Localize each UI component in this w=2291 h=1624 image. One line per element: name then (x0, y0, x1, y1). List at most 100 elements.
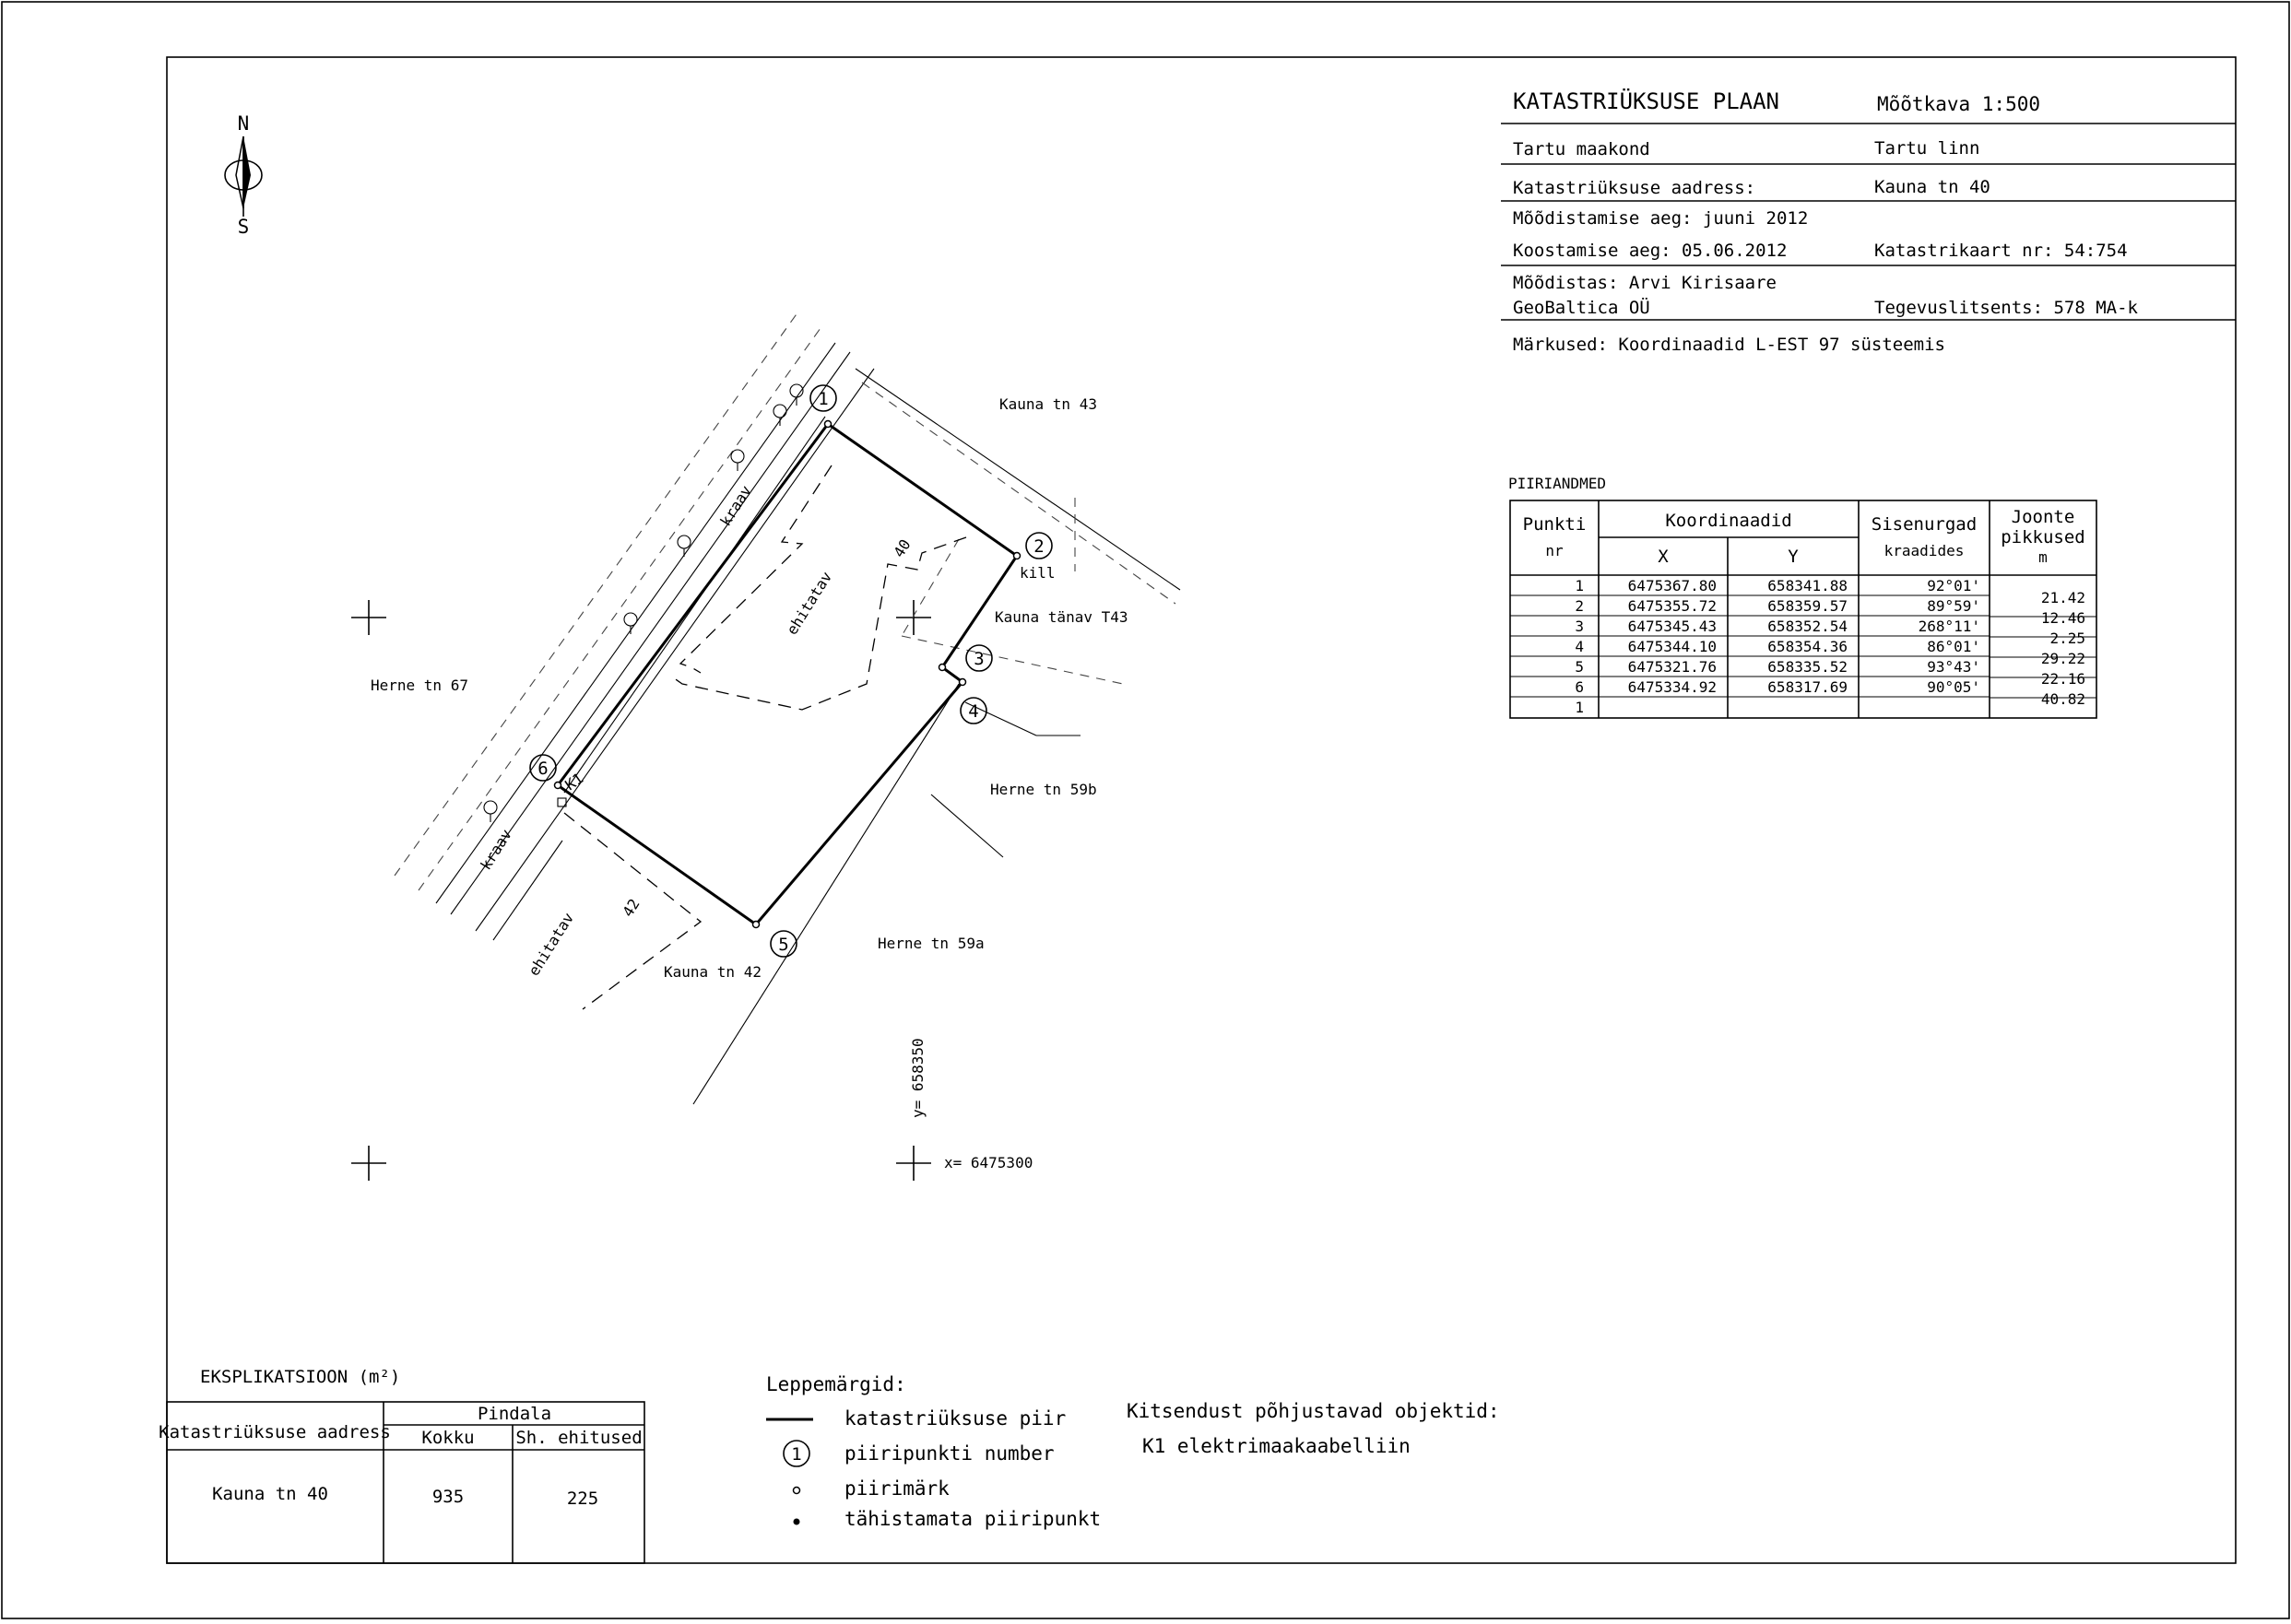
exp-address: Kauna tn 40 (212, 1484, 328, 1504)
th-length2: pikkused (2001, 527, 2085, 547)
compile-time: Koostamise aeg: 05.06.2012 (1513, 241, 1787, 261)
cell-angle: 92°01' (1927, 577, 1980, 594)
cell-length: 40.82 (2041, 690, 2085, 708)
cell-nr: 3 (1575, 618, 1584, 635)
title-block: KATASTRIÜKSUSE PLAAN Mõõtkava 1:500 Tart… (1501, 88, 2236, 355)
label-house-42: 42 (619, 896, 643, 920)
label-ehitatav-main: ehitatav (783, 569, 835, 638)
cell-length: 21.42 (2041, 589, 2085, 606)
th-x: X (1658, 547, 1669, 567)
point-2: 2 (1033, 536, 1044, 557)
label-kauna-42: Kauna tn 42 (664, 963, 762, 981)
cell-angle: 86°01' (1927, 638, 1980, 655)
exp-th-area: Pindala (478, 1404, 551, 1424)
th-angle-unit: kraadides (1884, 542, 1965, 559)
exp-th-address: Katastriüksuse aadress (159, 1422, 391, 1442)
label-kauna-43: Kauna tn 43 (999, 395, 1097, 413)
cell-x: 6475355.72 (1628, 597, 1717, 615)
explication-table: EKSPLIKATSIOON (m²) Katastriüksuse aadre… (159, 1367, 645, 1564)
cell-nr: 6 (1575, 678, 1584, 696)
cadastral-boundary (555, 422, 1020, 927)
point-5: 5 (778, 935, 788, 955)
scale-text: Mõõtkava 1:500 (1877, 93, 2040, 115)
th-y: Y (1788, 547, 1799, 567)
label-kill: kill (1020, 564, 1056, 582)
north-label: N (238, 112, 250, 135)
cell-x: 6475334.92 (1628, 678, 1717, 696)
frame-border (166, 56, 2237, 1564)
exp-built: 225 (567, 1489, 598, 1509)
label-herne-67: Herne tn 67 (371, 677, 468, 694)
cell-x: 6475345.43 (1628, 618, 1717, 635)
cell-angle: 90°05' (1927, 678, 1980, 696)
label-kraav-top: kraav (716, 482, 755, 529)
address-label: Katastriüksuse aadress: (1513, 178, 1755, 198)
cell-nr: 5 (1575, 658, 1584, 676)
remarks-text: Märkused: Koordinaadid L-EST 97 süsteemi… (1513, 335, 1945, 355)
cell-y: 658354.36 (1767, 638, 1848, 655)
county-text: Tartu maakond (1513, 139, 1650, 159)
label-kauna-tanav: Kauna tänav T43 (995, 608, 1128, 626)
cell-angle: 93°43' (1927, 658, 1980, 676)
legend-unmarked-point-icon (793, 1518, 800, 1525)
cell-length: 2.25 (2049, 630, 2085, 647)
legend-number-circle (783, 1440, 810, 1467)
legend-item-marker: piirimärk (844, 1477, 950, 1500)
label-herne-59b: Herne tn 59b (990, 781, 1097, 798)
address-value: Kauna tn 40 (1874, 177, 1990, 197)
company-text: GeoBaltica OÜ (1513, 297, 1650, 318)
building-outlines (563, 465, 967, 1010)
cell-y: 658359.57 (1767, 597, 1848, 615)
map-area: N S y= 658350 x= 6475300 (224, 112, 1181, 1181)
exp-th-built: Sh. ehitused (515, 1428, 642, 1448)
label-house-40: 40 (890, 536, 914, 560)
legend-marker-icon (792, 1486, 801, 1495)
th-length: Joonte (2012, 507, 2075, 527)
grid-crosses (351, 600, 931, 1181)
point-1: 1 (818, 389, 828, 409)
cell-nr: 4 (1575, 638, 1584, 655)
cell-nr: 1 (1575, 577, 1584, 594)
cell-nr: 2 (1575, 597, 1584, 615)
cell-y: 658352.54 (1767, 618, 1848, 635)
legend-title: Leppemärgid: (766, 1373, 906, 1395)
servitude-title: Kitsendust põhjustavad objektid: (1127, 1400, 1500, 1422)
legend: Leppemärgid: katastriüksuse piir 1 piiri… (766, 1373, 1101, 1530)
point-6: 6 (537, 759, 548, 779)
legend-number: 1 (791, 1444, 801, 1465)
cell-x: 6475321.76 (1628, 658, 1717, 676)
cell-angle: 268°11' (1919, 618, 1980, 635)
cell-y: 658317.69 (1767, 678, 1848, 696)
cell-y: 658335.52 (1767, 658, 1848, 676)
point-number-circles: 1 2 3 4 5 6 (529, 384, 1053, 958)
servitude-item: K1 elektrimaakaabelliin (1142, 1435, 1411, 1457)
surveyor-text: Mõõdistas: Arvi Kirisaare (1513, 273, 1777, 293)
th-length-unit: m (2038, 548, 2048, 566)
survey-time: Mõõdistamise aeg: juuni 2012 (1513, 208, 1808, 229)
cell-length: 12.46 (2041, 609, 2085, 627)
boundary-markers (553, 419, 1022, 929)
cell-nr: 1 (1575, 699, 1584, 716)
k1-marker-icon (557, 797, 567, 807)
label-ehitatav-low: ehitatav (525, 910, 577, 979)
cell-length: 22.16 (2041, 670, 2085, 688)
legend-item-number: piiripunkti number (844, 1442, 1055, 1465)
legend-item-boundary: katastriüksuse piir (844, 1407, 1066, 1430)
label-kraav-bottom: kraav (477, 826, 515, 873)
coord-x-label: x= 6475300 (944, 1154, 1033, 1171)
th-point: Punkti (1523, 514, 1587, 535)
city-text: Tartu linn (1874, 138, 1979, 159)
th-coords: Koordinaadid (1665, 511, 1791, 531)
cell-x: 6475367.80 (1628, 577, 1717, 594)
servitude-block: Kitsendust põhjustavad objektid: K1 elek… (1127, 1400, 1500, 1457)
neighbour-fence-43 (855, 368, 1181, 605)
label-herne-59a: Herne tn 59a (878, 935, 985, 952)
cell-angle: 89°59' (1927, 597, 1980, 615)
coord-y-label: y= 658350 (909, 1038, 927, 1118)
south-label: S (238, 216, 250, 238)
point-4: 4 (968, 701, 978, 722)
